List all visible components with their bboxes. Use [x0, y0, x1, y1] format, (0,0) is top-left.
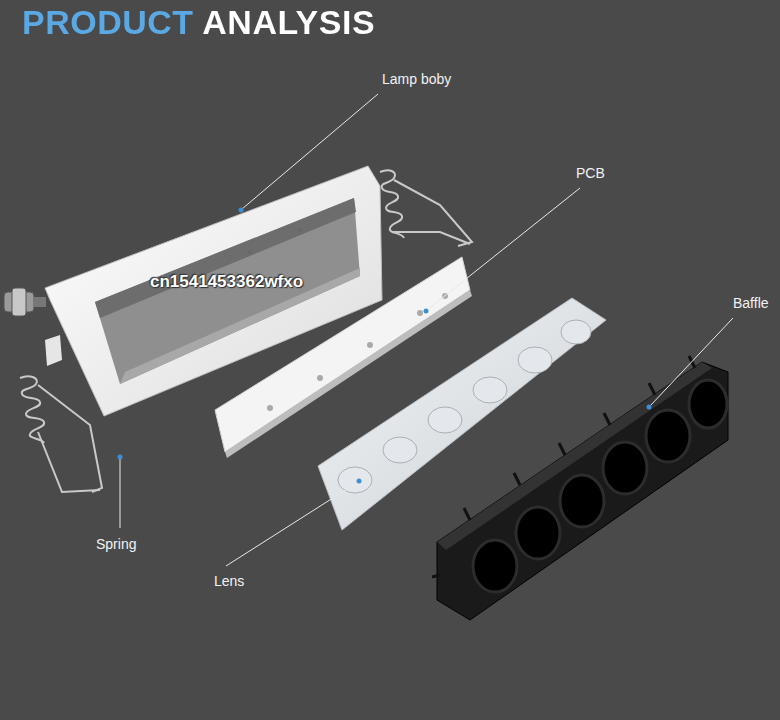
- lens-strip: [318, 298, 606, 530]
- part-label: PCB: [576, 164, 605, 182]
- baffle: [432, 356, 728, 620]
- part-label: Baffle: [733, 294, 769, 312]
- leader-dots: [118, 208, 652, 484]
- cable-connector: [4, 288, 46, 316]
- spring-clip: [380, 170, 472, 246]
- part-label: Lamp boby: [382, 70, 451, 88]
- leader-lines: [120, 94, 733, 566]
- spring-clip: [20, 376, 102, 492]
- watermark: cn1541453362wfxo: [150, 272, 303, 292]
- part-label: Lens: [214, 572, 244, 590]
- part-label: Spring: [96, 535, 136, 553]
- page-title: PRODUCT ANALYSIS: [22, 2, 375, 42]
